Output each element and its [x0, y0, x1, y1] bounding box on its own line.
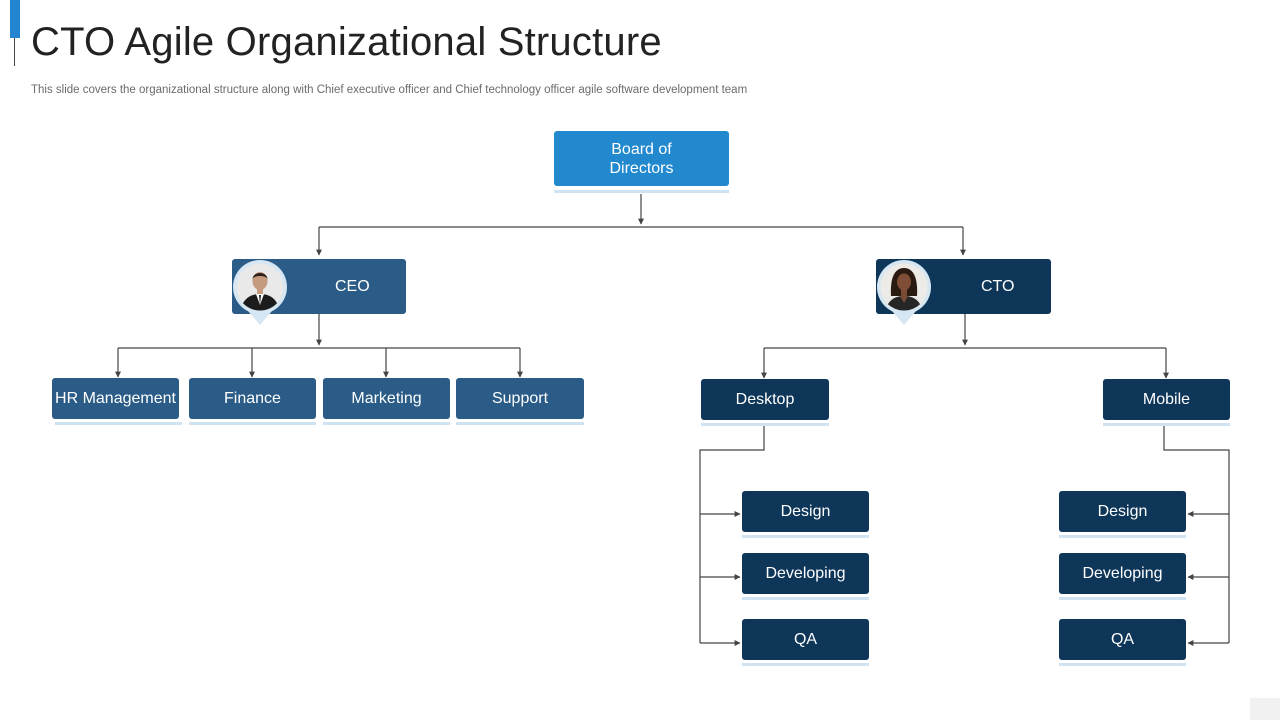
team-label: Mobile: [1142, 391, 1191, 408]
function-label: QA: [793, 631, 818, 648]
corner-tab: [1250, 698, 1280, 720]
mobile-function-qa: QA: [1059, 619, 1186, 660]
box-underline: [1059, 535, 1186, 538]
ceo-avatar: [232, 259, 288, 327]
team-box-mobile: Mobile: [1103, 379, 1230, 420]
function-label: Design: [1097, 503, 1148, 520]
cto-avatar: [876, 259, 932, 327]
function-label: Developing: [765, 565, 846, 582]
title-accent-bar: [10, 0, 20, 38]
box-underline: [1059, 663, 1186, 666]
team-label: Desktop: [735, 391, 795, 408]
box-underline: [323, 422, 450, 425]
desktop-function-design: Design: [742, 491, 869, 532]
department-box-finance: Finance: [189, 378, 316, 419]
box-underline: [189, 422, 316, 425]
box-underline: [55, 422, 182, 425]
slide-title: CTO Agile Organizational Structure: [31, 20, 662, 64]
department-box-support: Support: [456, 378, 584, 419]
function-label: Design: [780, 503, 831, 520]
department-label: Finance: [224, 390, 281, 407]
desktop-function-developing: Developing: [742, 553, 869, 594]
box-underline: [742, 597, 869, 600]
function-label: Developing: [1082, 565, 1163, 582]
box-underline: [1059, 597, 1186, 600]
department-label: Marketing: [351, 390, 422, 407]
box-underline: [742, 535, 869, 538]
box-underline: [701, 423, 829, 426]
box-underline: [456, 422, 584, 425]
department-box-marketing: Marketing: [323, 378, 450, 419]
box-underline: [554, 190, 729, 193]
board-of-directors-box: Board of Directors: [554, 131, 729, 186]
mobile-function-developing: Developing: [1059, 553, 1186, 594]
slide-subtitle: This slide covers the organizational str…: [31, 84, 748, 96]
department-box-hr-management: HR Management: [52, 378, 179, 419]
function-label: QA: [1110, 631, 1135, 648]
department-label: Support: [491, 390, 549, 407]
desktop-function-qa: QA: [742, 619, 869, 660]
ceo-label: CEO: [335, 278, 370, 295]
department-label: HR Management: [55, 390, 176, 407]
title-accent-line: [14, 38, 15, 66]
box-underline: [742, 663, 869, 666]
board-of-directors-label: Board of Directors: [609, 140, 674, 177]
box-underline: [1103, 423, 1230, 426]
team-box-desktop: Desktop: [701, 379, 829, 420]
mobile-function-design: Design: [1059, 491, 1186, 532]
cto-label: CTO: [981, 278, 1015, 295]
